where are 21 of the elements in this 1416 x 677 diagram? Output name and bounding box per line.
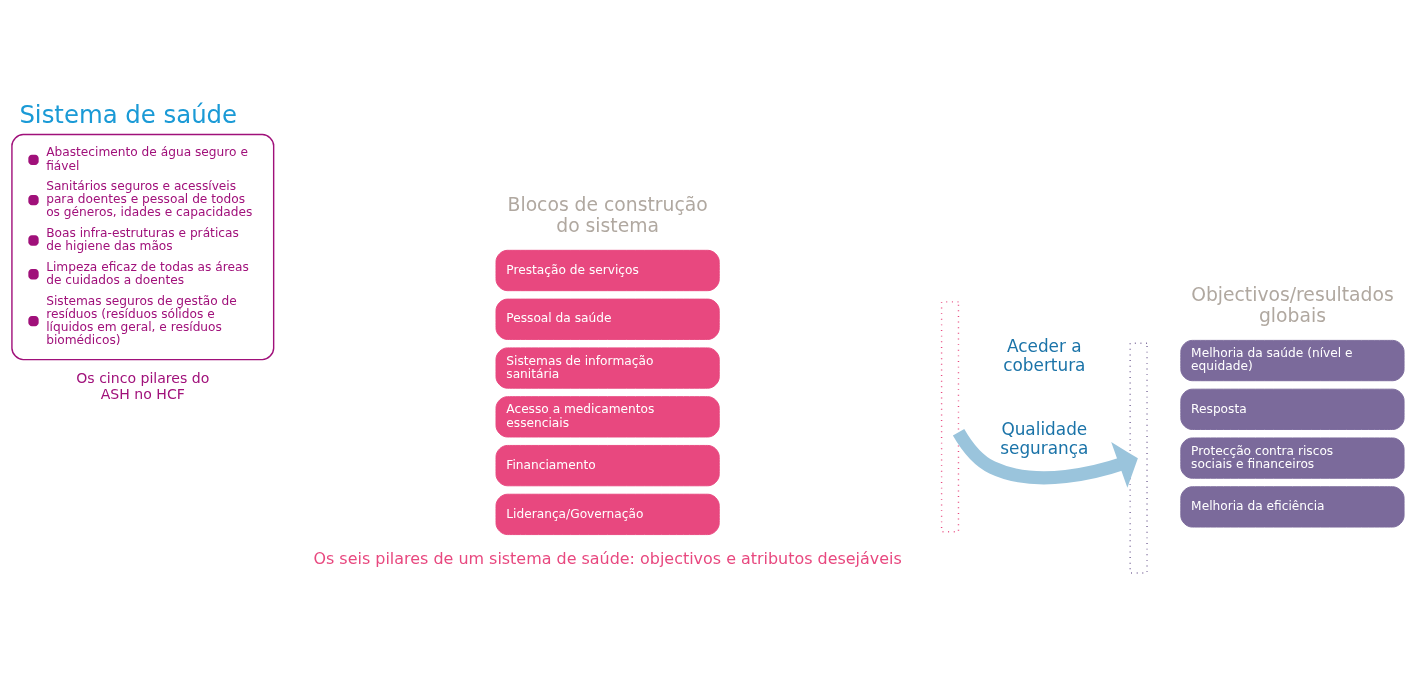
node-box: Pessoal da saúde — [495, 298, 720, 340]
node-label: Os cinco pilares do ASH no HCF — [76, 370, 210, 403]
node-box: Prestação de serviços — [495, 249, 720, 292]
node-box: Sistemas de informação sanitária — [495, 347, 720, 389]
node-box: Melhoria da eficiência — [1180, 486, 1405, 528]
node-box: Resposta — [1180, 388, 1405, 430]
label: Qualidade segurança — [1000, 419, 1089, 458]
diagram-title: Sistema de saúde — [19, 100, 238, 130]
node-box: Abastecimento de água seguro e fiável Sanitários seguros e acessíveis para doentes e pessoal de todos os géneros, idades e capacidades Boas infra-estruturas e práticas de higiene das mãos Limpeza eficaz de todas as áreas de cuidados a doentes Sistemas seguros de gestão de resíduos (resíduos sólidos e líquidos em geral, e resíduos biomédicos) — [11, 133, 275, 361]
label: Blocos de construção do sistema — [507, 194, 708, 237]
node-box: Melhoria da saúde (nível e equidade) — [1180, 339, 1405, 382]
node-brace — [940, 301, 960, 533]
node-brace — [1129, 342, 1148, 574]
node-box: Financiamento — [495, 444, 720, 487]
label: Os seis pilares de um sistema de saúde: objectivos e atributos desejáveis — [313, 549, 902, 569]
label: Objectivos/resultados globais — [1191, 284, 1394, 327]
node-box: Liderança/Governação — [495, 493, 720, 536]
node-box: Acesso a medicamentos essenciais — [495, 396, 720, 438]
label: Aceder a cobertura — [1003, 336, 1086, 376]
node-box: Protecção contra riscos sociais e financeiros — [1180, 437, 1405, 479]
arrow — [952, 428, 1138, 488]
